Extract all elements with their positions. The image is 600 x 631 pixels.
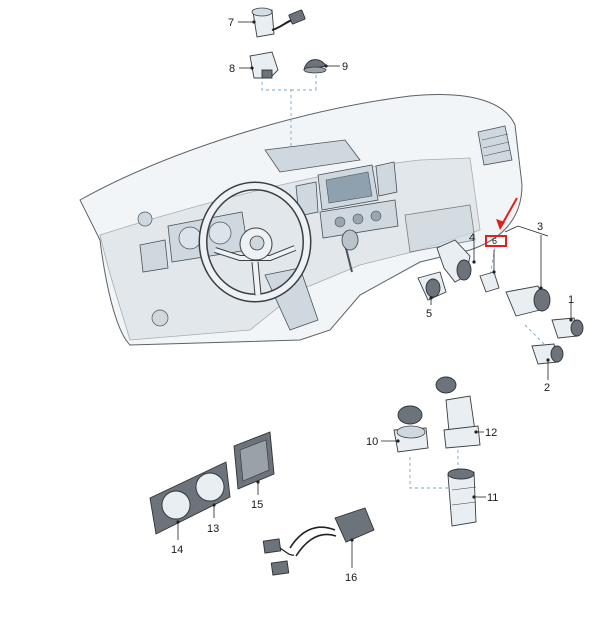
callout-7: 7	[228, 17, 234, 29]
part-7-plug-with-cable	[251, 7, 306, 38]
part-16-wiring-harness	[262, 507, 375, 576]
callout-labels: 7 8 9 4 6 3 5 1 2 10 12 11 13 14 15 16	[171, 17, 574, 584]
part-11-socket-sleeve	[447, 468, 477, 527]
callout-11: 11	[487, 492, 498, 504]
callout-12: 12	[485, 427, 497, 439]
part-10-socket-with-lid	[393, 405, 429, 453]
part-6-clip	[479, 271, 500, 293]
callout-14: 14	[171, 544, 183, 556]
part-4-socket-housing	[436, 239, 472, 283]
part-15-cover-plate	[233, 431, 275, 490]
part-14-frame-and-13-bezel	[149, 461, 231, 535]
part-2-insert	[531, 343, 564, 365]
callout-10: 10	[366, 436, 378, 448]
callout-6: 6	[492, 236, 497, 246]
dashboard-illustration	[79, 93, 523, 346]
highlight-arrow-head	[496, 219, 505, 230]
part-3-socket-assembly	[505, 285, 551, 317]
part-9-cap	[303, 59, 327, 74]
callout-1: 1	[568, 294, 574, 306]
part-5-socket	[417, 271, 447, 301]
callout-2: 2	[544, 382, 550, 394]
callout-5: 5	[426, 308, 432, 320]
callout-4: 4	[469, 232, 475, 244]
highlight-annotation	[485, 197, 518, 247]
part-1-insert	[551, 317, 584, 339]
highlight-box	[485, 235, 507, 247]
part-8-bracket	[249, 51, 279, 79]
part-12-socket-with-lid	[435, 376, 481, 449]
leader-lines	[176, 20, 573, 568]
callout-9: 9	[342, 61, 348, 73]
callout-16: 16	[345, 572, 357, 584]
callout-3: 3	[537, 221, 543, 233]
callout-15: 15	[251, 499, 263, 511]
callout-8: 8	[229, 63, 235, 75]
callout-13: 13	[207, 523, 219, 535]
